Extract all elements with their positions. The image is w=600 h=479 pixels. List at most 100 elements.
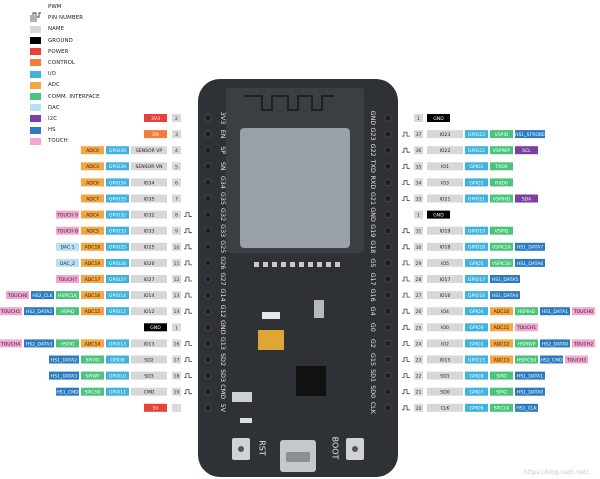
right-pin-tag: [490, 162, 513, 171]
left-pin-tag: [106, 258, 129, 267]
pwm-wave-icon: [402, 131, 410, 137]
header-pin: [204, 259, 212, 267]
legend-swatch: [30, 48, 41, 56]
right-pin-tag-label: IO4: [441, 309, 449, 315]
left-pin-tag: [106, 146, 129, 155]
right-pin-tag-label: IO5: [441, 261, 449, 267]
pwm-wave-icon: [402, 308, 410, 314]
pad: [254, 262, 259, 267]
left-pin-tag-label: HSPIQ: [60, 309, 74, 315]
legend-label: ADC: [48, 82, 60, 89]
right-pin-tag-label: IO17: [440, 277, 451, 283]
right-pin-tag-label: GND: [433, 116, 444, 122]
pin-number-box: [414, 403, 423, 412]
pin-number-box: [414, 146, 423, 155]
header-pin: [204, 211, 212, 219]
left-pin-tag: [81, 162, 104, 171]
right-pin-tag-label: SPIQ: [496, 390, 507, 396]
pwm-wave-icon: [184, 212, 192, 218]
left-pin-tag-label: HS2_DATA2: [26, 309, 52, 315]
pin-number: 17: [174, 358, 180, 364]
right-pin-tag: [490, 355, 513, 364]
right-pin-tag-label: GPIO23: [468, 132, 485, 138]
pin-number-box: [414, 339, 423, 348]
usb-uart-chip: [296, 366, 326, 396]
tantalum-capacitor: [258, 330, 284, 350]
right-pin-tag-label: HS2_DATA0: [542, 341, 568, 347]
header-pin: [204, 404, 212, 412]
right-pin-tag: [427, 339, 463, 348]
left-pin-tag: [81, 387, 104, 396]
left-pin-tag-label: GPIO27: [109, 277, 126, 283]
right-pin-tag-label: ADC12: [494, 341, 510, 347]
header-pin: [384, 227, 392, 235]
left-pin-tag-label: ADC6: [86, 180, 99, 186]
left-pin-tag-label: GPIO35: [109, 196, 126, 202]
right-pin-tag-label: HS1_DATA7: [517, 245, 543, 251]
right-pin-tag-label: HSPICS0: [517, 357, 537, 363]
right-pin-tag: [427, 242, 463, 251]
board-silk-left: G27: [219, 272, 227, 285]
rf-shield: [240, 128, 350, 248]
right-pin-tag-label: GPIO18: [468, 245, 485, 251]
right-pin-tag: [490, 307, 513, 316]
right-pin-tag: [427, 323, 463, 332]
left-pin-tag: [81, 371, 104, 380]
left-pin-tag: [0, 339, 22, 348]
left-pin-tag: [81, 355, 104, 364]
right-pin-tag-label: TOUCH1: [516, 325, 536, 331]
board-silk-right: G16: [369, 289, 377, 302]
pwm-wave-icon: [402, 276, 410, 282]
right-pin-tag: [427, 162, 463, 171]
header-pin: [384, 114, 392, 122]
right-pin-tag-label: IO19: [440, 229, 451, 235]
right-pin-tag: [427, 146, 463, 155]
pwm-wave-icon: [184, 260, 192, 266]
left-pin-tag: [24, 307, 54, 316]
legend-item: ADC: [30, 80, 100, 90]
legend-item: TOUCH: [30, 136, 100, 146]
pin-number-box: [414, 323, 423, 332]
right-pin-tag-label: GPIO1: [469, 164, 483, 170]
right-pin-tag: [465, 355, 488, 364]
left-pin-tag: [106, 242, 129, 251]
board-silk-left: G32: [219, 208, 227, 221]
left-pin-tag-label: HSPICLK: [58, 293, 78, 299]
right-pin-tag-label: SPID: [496, 374, 507, 380]
left-pin-tag-label: TOUCH6: [7, 293, 27, 299]
header-pin: [384, 291, 392, 299]
pin-number-box: [172, 307, 181, 316]
right-pin-tag-label: CLK: [441, 406, 451, 412]
board-silk-right: G23: [369, 128, 377, 141]
pin-number-box: [414, 130, 423, 139]
left-pin-tag-label: IO34: [144, 180, 155, 186]
legend-item: POWER: [30, 47, 100, 57]
right-pin-tag-label: GPIO15: [468, 357, 485, 363]
right-pin-tag-label: TOUCH2: [573, 341, 593, 347]
left-pin-tag-label: IO13: [144, 341, 155, 347]
pin-number-box: [414, 178, 423, 187]
board-silk-right: TXD: [369, 159, 377, 173]
left-pin-tag-label: HS1_CMD: [56, 390, 79, 396]
right-pin-tag: [427, 387, 463, 396]
header-pin: [384, 388, 392, 396]
right-pin-tag-label: GPIO5: [469, 261, 483, 267]
left-pin-tag: [81, 339, 104, 348]
left-pin-tag-label: IO14: [144, 293, 155, 299]
left-pin-tag: [131, 162, 167, 171]
left-pin-tag-label: SENSOR VN: [135, 164, 162, 170]
left-pin-tag-label: GPIO34: [109, 180, 126, 186]
pin-number: 24: [416, 341, 422, 347]
left-pin-tag-label: SENSOR VP: [136, 148, 163, 154]
board-silk-left: 5V: [219, 404, 227, 413]
left-pin-tag-label: SPIWP: [85, 374, 100, 380]
pwm-wave-icon: [402, 163, 410, 169]
left-pin-tag-label: SD2: [144, 357, 153, 363]
left-pin-tag-label: GND: [150, 325, 161, 331]
left-pin-tag-label: 5V: [152, 406, 159, 412]
legend-item: PIN NUMBER: [30, 13, 100, 23]
header-pin: [384, 130, 392, 138]
left-pin-tag-label: TOUCH4: [0, 341, 20, 347]
left-pin-tag: [131, 194, 167, 203]
right-pin-tag-label: HS1_DATA6: [517, 261, 543, 267]
